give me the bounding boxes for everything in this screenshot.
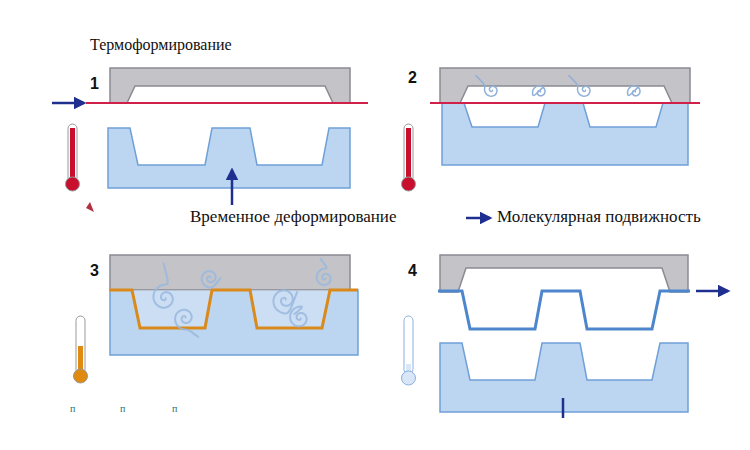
thermometer-warm — [74, 316, 88, 383]
swirl — [476, 75, 497, 96]
formed-part — [438, 291, 690, 329]
callout-number: 4 — [408, 262, 417, 280]
swirl — [202, 271, 221, 288]
legend-text: Молекулярная подвижность — [497, 207, 701, 226]
lower-mold — [108, 128, 350, 188]
swirl — [533, 86, 545, 96]
legend-arrow — [466, 217, 490, 220]
deformation-arrow — [231, 170, 234, 205]
panel-4 — [402, 255, 729, 418]
panel-2 — [402, 68, 701, 191]
callout-number: 3 — [90, 262, 99, 280]
swirl — [290, 306, 307, 326]
mark: п — [172, 403, 177, 414]
lower-mold — [110, 290, 358, 355]
swirl — [153, 263, 172, 308]
callout-number: 2 — [408, 69, 417, 87]
panel-1 — [52, 68, 368, 212]
legend-item: Молекулярная подвижность — [497, 207, 701, 227]
mobility-arrow — [696, 290, 728, 293]
molecular-swirls — [476, 75, 640, 96]
small-icon — [86, 202, 94, 212]
upper-mold — [110, 68, 350, 103]
lower-mold — [442, 103, 688, 165]
molecular-swirls — [153, 258, 330, 337]
deformation-label: Временное деформирование — [190, 207, 397, 227]
upper-mold — [440, 255, 688, 292]
callout-number: 1 — [90, 75, 99, 93]
thermometer-hot — [66, 124, 80, 191]
release-line — [562, 398, 565, 418]
swirl — [569, 75, 590, 96]
mark: п — [70, 403, 75, 414]
thermometer-cold — [402, 316, 416, 385]
formed-sheet — [110, 290, 358, 328]
mark: п — [120, 403, 125, 414]
upper-mold — [440, 68, 690, 103]
title: Термоформирование — [90, 36, 232, 54]
polymer-sheet — [430, 102, 700, 104]
swirl — [317, 258, 331, 284]
panel-3 — [74, 255, 359, 383]
swirl — [175, 310, 199, 338]
swirl — [628, 86, 640, 96]
thermometer-hot — [402, 124, 416, 191]
upper-mold — [110, 255, 350, 290]
polymer-sheet — [86, 102, 368, 104]
mobility-arrow — [52, 102, 84, 105]
